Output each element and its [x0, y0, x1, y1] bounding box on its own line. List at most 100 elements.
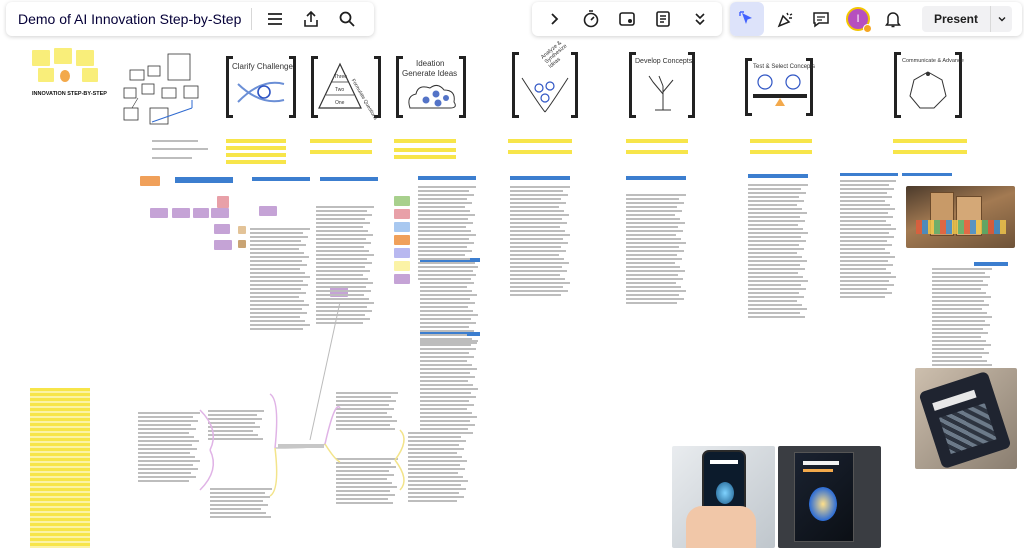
text-line: [408, 432, 468, 434]
text-line: [336, 486, 397, 488]
purple-sticky-note[interactable]: [259, 206, 277, 216]
text-line: [510, 190, 563, 192]
board-title[interactable]: Demo of AI Innovation Step-by-Step: [18, 11, 242, 27]
text-line: [420, 310, 473, 312]
frame-clarify-challenge[interactable]: Clarify Challenge: [226, 56, 296, 118]
text-line: [840, 192, 887, 194]
text-line: [748, 284, 801, 286]
text-line: [626, 210, 682, 212]
text-line: [510, 278, 565, 280]
purple-sticky-note[interactable]: [172, 208, 190, 218]
text-line: [250, 240, 301, 242]
text-line: [316, 206, 374, 208]
text-line: [626, 258, 682, 260]
text-line: [418, 206, 465, 208]
text-line: [748, 216, 800, 218]
wooden-blocks-photo[interactable]: [906, 186, 1015, 248]
present-button[interactable]: Present: [922, 6, 1012, 32]
frames-icon[interactable]: [612, 5, 642, 33]
text-line: [316, 266, 365, 268]
innovation-title-label: INNOVATION STEP-BY-STEP: [32, 91, 107, 97]
timer-icon[interactable]: [576, 5, 606, 33]
text-line: [748, 292, 799, 294]
text-line: [510, 282, 570, 284]
text-line: [250, 320, 305, 322]
frame-ideation[interactable]: Ideation Generate Ideas: [396, 56, 466, 118]
frame-formulate-questions[interactable]: Three Two One Formulate Questions: [311, 56, 381, 121]
text-line: [420, 416, 477, 418]
text-line: [840, 196, 892, 198]
frame-communicate-advance[interactable]: Communicate & Advance: [894, 52, 964, 118]
text-line: [208, 430, 253, 432]
text-line: [840, 264, 893, 266]
purple-sticky-note[interactable]: [214, 240, 232, 250]
ai-innovation-book-photo[interactable]: [778, 446, 881, 548]
bell-icon[interactable]: [878, 5, 908, 33]
text-line: [208, 410, 264, 412]
hamburger-menu-icon[interactable]: [260, 5, 290, 33]
text-line: [408, 496, 464, 498]
frame-analyze-synthesize[interactable]: Analyze & Synthesize Ideas: [512, 40, 578, 118]
text-line: [420, 298, 470, 300]
text-line: [932, 360, 987, 362]
text-line: [138, 452, 190, 454]
innovation-stickies-image[interactable]: INNOVATION STEP-BY-STEP: [30, 48, 107, 100]
text-line: [420, 294, 477, 296]
text-line: [138, 460, 200, 462]
tablet-facilitator-guide-photo[interactable]: [915, 368, 1017, 469]
pink-sticky-note[interactable]: [217, 196, 229, 208]
purple-sticky-note[interactable]: [150, 208, 168, 218]
text-line: [932, 296, 991, 298]
celebrate-icon[interactable]: [770, 5, 800, 33]
text-line: [840, 244, 892, 246]
purple-sticky-note[interactable]: [214, 224, 230, 234]
purple-sticky-note[interactable]: [330, 287, 348, 297]
text-line: [408, 436, 461, 438]
text-line: [418, 258, 470, 260]
text-line: [418, 246, 467, 248]
double-chevron-down-icon[interactable]: [685, 5, 715, 33]
develop-concepts-label: Develop Concepts: [635, 58, 693, 65]
text-line: [420, 318, 471, 320]
comment-icon[interactable]: [806, 5, 836, 33]
text-line: [420, 342, 477, 344]
text-line: [932, 304, 989, 306]
text-line: [210, 500, 263, 502]
text-line: [420, 338, 472, 340]
text-line: [748, 264, 800, 266]
chevron-down-icon[interactable]: [990, 6, 1012, 32]
text-line: [510, 258, 564, 260]
orange-sticky-note[interactable]: [140, 176, 160, 186]
text-line: [748, 276, 803, 278]
purple-sticky-note[interactable]: [211, 208, 229, 218]
text-line: [840, 252, 890, 254]
notes-icon[interactable]: [648, 5, 678, 33]
text-line: [250, 244, 306, 246]
text-line: [408, 500, 457, 502]
frame-develop-concepts[interactable]: Develop Concepts: [629, 52, 695, 118]
text-line: [840, 260, 888, 262]
purple-sticky-note[interactable]: [193, 208, 209, 218]
text-line: [626, 234, 676, 236]
user-avatar[interactable]: I: [846, 7, 872, 33]
search-icon[interactable]: [332, 5, 362, 33]
text-line: [748, 312, 800, 314]
text-line: [418, 250, 472, 252]
text-line: [336, 416, 392, 418]
yellow-notes-column[interactable]: [30, 388, 90, 548]
ideation-label: Ideation: [416, 59, 445, 68]
text-line: [510, 210, 564, 212]
process-flow-sketch[interactable]: [122, 50, 204, 132]
text-line: [336, 494, 395, 496]
mind-map-diagram[interactable]: [130, 290, 480, 510]
phone-ai-innovation-photo[interactable]: [672, 446, 775, 548]
text-line: [316, 310, 372, 312]
cursor-select-icon[interactable]: [730, 2, 764, 36]
text-line: [748, 252, 797, 254]
chevron-right-icon[interactable]: [539, 5, 569, 33]
text-line: [626, 214, 675, 216]
pyramid-label-two: Two: [335, 87, 345, 93]
frame-test-select[interactable]: Test & Select Concepts: [745, 58, 815, 116]
share-upload-icon[interactable]: [296, 5, 326, 33]
